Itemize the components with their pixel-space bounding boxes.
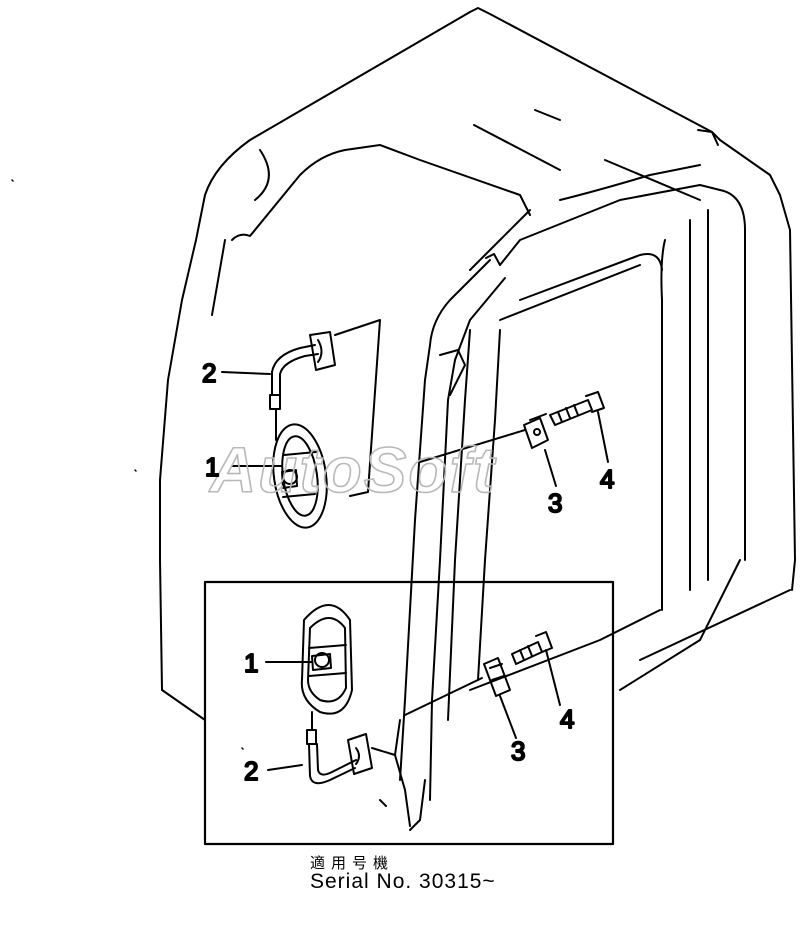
main-dashed-axis	[420, 430, 525, 462]
main-callout-4: 4	[600, 464, 614, 494]
inset-stay	[307, 712, 372, 783]
inset-callout-3: 3	[511, 736, 525, 766]
main-bolt	[550, 392, 604, 425]
watermark-text: AutoSoft	[208, 434, 497, 506]
main-stay	[270, 332, 335, 440]
caption-applicable-serials-jp: 適用号機	[310, 854, 395, 872]
cab-outline	[160, 8, 795, 830]
inset-view	[266, 605, 560, 826]
inset-bolt	[512, 632, 552, 664]
inset-callout-2: 2	[244, 756, 258, 786]
main-leader-4	[598, 412, 608, 462]
main-bracket	[524, 414, 548, 448]
inset-bracket	[484, 658, 510, 696]
inset-callout-1: 1	[244, 648, 258, 678]
inset-callout-4: 4	[560, 704, 574, 734]
main-callout-3: 3	[548, 488, 562, 518]
inset-mirror	[302, 605, 352, 714]
main-callout-2: 2	[202, 358, 216, 388]
inset-frame	[205, 582, 613, 844]
main-view	[222, 320, 608, 531]
main-leader-2	[222, 372, 270, 374]
inset-leader-2	[268, 765, 302, 770]
main-mirror	[267, 421, 333, 531]
inset-leader-3	[500, 696, 516, 738]
scan-specks	[12, 180, 243, 749]
inset-axis-line	[405, 678, 482, 715]
main-callout-1: 1	[205, 452, 219, 482]
main-leader-3	[545, 450, 556, 486]
inset-leader-4	[546, 650, 560, 705]
caption-serial-number: Serial No. 30315~	[310, 870, 496, 893]
